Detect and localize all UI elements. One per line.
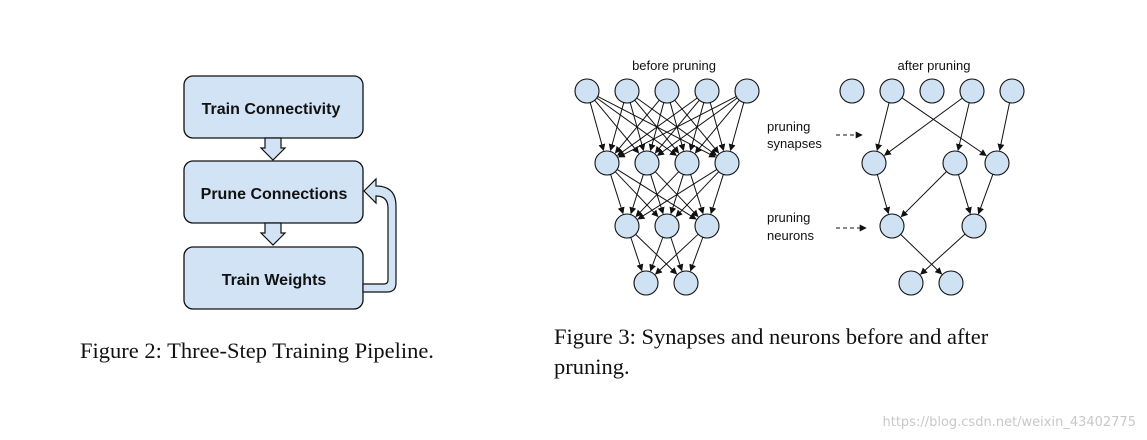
synapse-after — [997, 102, 1011, 151]
synapse-before — [675, 171, 720, 218]
neuron-after — [861, 150, 887, 176]
neuron-after — [839, 78, 865, 104]
after-network-synapses — [875, 97, 1011, 275]
synapse-before — [629, 174, 644, 215]
neuron-before — [734, 78, 760, 104]
neuron-before — [633, 270, 659, 296]
prune-connections-label: Prune Connections — [201, 186, 348, 203]
synapse-after — [920, 233, 966, 275]
neuron-after — [959, 78, 985, 104]
neuron-after — [919, 78, 945, 104]
synapse-after — [956, 102, 970, 152]
before-network-neurons — [574, 78, 760, 296]
synapse-after — [977, 174, 994, 215]
synapse-after — [900, 233, 943, 275]
neuron-before — [654, 78, 680, 104]
synapse-after — [901, 97, 987, 157]
synapse-before — [656, 97, 738, 156]
synapse-before — [654, 233, 699, 275]
neuron-before — [714, 150, 740, 176]
synapse-before — [616, 97, 698, 156]
neuron-after — [999, 78, 1025, 104]
neuron-before — [694, 213, 720, 239]
figure3-caption-line1: Figure 3: Synapses and neurons before an… — [554, 324, 989, 349]
neuron-before — [614, 78, 640, 104]
synapse-before — [630, 237, 644, 272]
synapse-before — [728, 102, 745, 152]
synapse-after — [900, 171, 947, 218]
synapse-before — [608, 102, 625, 152]
neuron-before — [654, 213, 680, 239]
synapse-before — [589, 102, 606, 152]
synapse-after — [957, 174, 972, 215]
figure3-caption-line2: pruning. — [554, 354, 630, 379]
neuron-after — [938, 270, 964, 296]
after-pruning-label: after pruning — [898, 58, 971, 73]
neuron-after — [879, 213, 905, 239]
synapse-before — [617, 96, 737, 158]
pruning-neurons-label-line1: pruning — [767, 210, 810, 225]
loop-back-arrow — [362, 177, 397, 293]
neuron-before — [574, 78, 600, 104]
before-pruning-label: before pruning — [632, 58, 716, 73]
synapse-before — [694, 99, 740, 154]
neuron-before — [594, 150, 620, 176]
train-connectivity-label: Train Connectivity — [202, 101, 341, 118]
synapse-before — [689, 237, 704, 272]
watermark: https://blog.csdn.net/weixin_43402775 — [882, 415, 1136, 430]
synapse-before — [614, 99, 660, 154]
neuron-before — [614, 213, 640, 239]
neuron-after — [961, 213, 987, 239]
neuron-after — [898, 270, 924, 296]
pipeline-diagram: Train Connectivity Prune Connections Tra… — [80, 75, 434, 363]
neuron-after — [879, 78, 905, 104]
synapse-before — [649, 237, 664, 272]
before-network-synapses — [589, 96, 745, 275]
pruning-neurons-label-line2: neurons — [767, 228, 814, 243]
neuron-after — [942, 150, 968, 176]
figure2-caption: Figure 2: Three-Step Training Pipeline. — [80, 338, 434, 363]
train-weights-label: Train Weights — [222, 272, 327, 289]
neuron-before — [694, 78, 720, 104]
neuron-before — [674, 150, 700, 176]
synapse-before — [610, 174, 625, 215]
neuron-before — [673, 270, 699, 296]
synapse-before — [637, 168, 718, 220]
pruning-synapses-label-line2: synapses — [767, 136, 822, 151]
pruning-synapses-label-line1: pruning — [767, 119, 810, 134]
neuron-after — [984, 150, 1010, 176]
train-weights-box — [183, 246, 364, 310]
synapse-after — [875, 102, 890, 152]
neuron-before — [634, 150, 660, 176]
down-arrow-1 — [259, 137, 287, 161]
pruning-diagram: before pruning after pruning pruning syn… — [554, 58, 1025, 379]
synapse-after — [876, 174, 891, 215]
synapse-after — [883, 97, 963, 156]
synapse-before — [635, 171, 680, 218]
down-arrow-2 — [259, 222, 287, 246]
after-network-neurons — [839, 78, 1025, 296]
synapse-before — [709, 174, 724, 215]
